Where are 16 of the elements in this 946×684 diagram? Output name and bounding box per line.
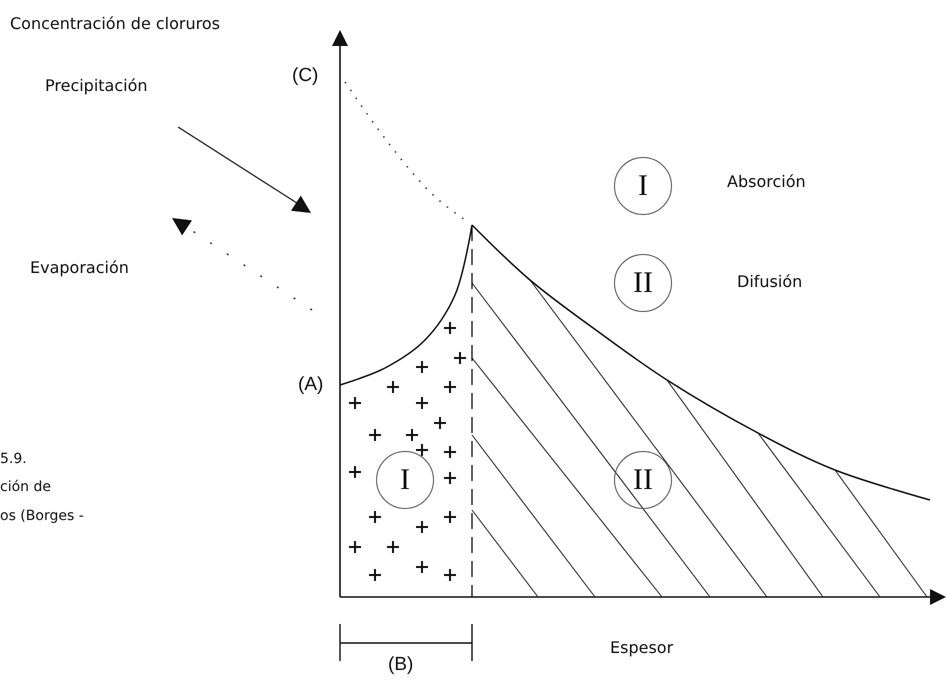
point-label: (B)	[388, 655, 414, 674]
text-label: Absorción	[727, 174, 806, 190]
numeral-circle: II	[614, 451, 672, 509]
point-label: (C)	[292, 66, 318, 85]
caption-text: os (Borges -	[0, 509, 84, 523]
caption-text: ción de	[0, 480, 51, 494]
numeral-circle: I	[376, 451, 434, 509]
text-label: Precipitación	[45, 78, 148, 94]
text-label: Espesor	[610, 640, 674, 656]
text-label: Evaporación	[30, 260, 129, 276]
caption-text: 5.9.	[0, 452, 27, 466]
numeral-circle: I	[614, 157, 672, 215]
point-label: (A)	[298, 375, 324, 394]
text-label: Concentración de cloruros	[10, 16, 220, 32]
text-label: Difusión	[737, 274, 802, 290]
numeral-circle: II	[614, 254, 672, 312]
